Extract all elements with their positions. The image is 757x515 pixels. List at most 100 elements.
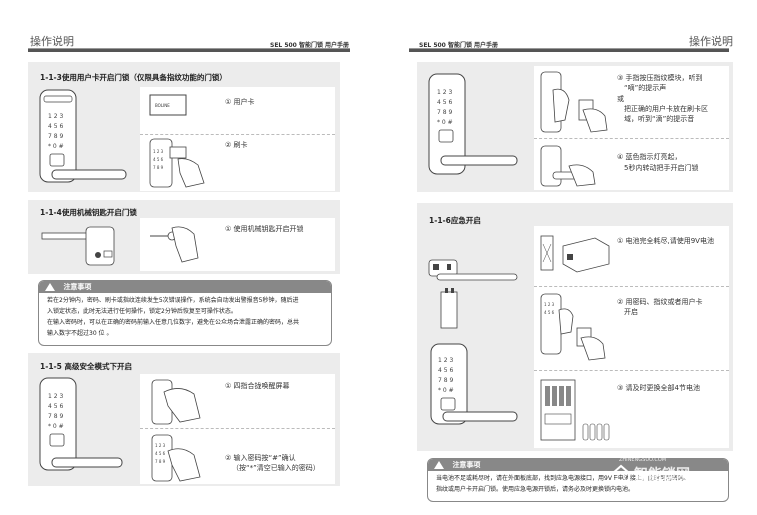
- svg-text:4 5 6: 4 5 6: [153, 157, 164, 162]
- section-114-title: 1-1-4使用机械钥匙开启门锁: [40, 208, 137, 217]
- key-hand-icon: [150, 226, 199, 263]
- svg-text:4 5 6: 4 5 6: [544, 310, 555, 315]
- right-top-divider: [534, 138, 729, 139]
- left-header-model: SEL 500 智能门锁 用户手册: [270, 40, 349, 49]
- four-finger-hand-icon: [151, 379, 201, 425]
- left-header-rule-dark: [28, 49, 350, 52]
- left-notice-line-1: 若在2分钟内，密码、刷卡或指纹连续发生5次错误操作，系统会自动发出警报音5秒钟，…: [47, 297, 299, 304]
- password-input-hand-icon: 1 2 3 4 5 6 7 8 9: [151, 434, 201, 482]
- left-notice-line-3: 在输入密码时，可以在正确的密码前输入任意几位数字，避免在公众场合泄露正确的密码，…: [47, 319, 300, 326]
- s113-step-1: ① 用户卡: [225, 98, 255, 106]
- s116-step-2-line-2: 开启: [624, 308, 638, 316]
- section-116-divider-2: [534, 370, 729, 371]
- right-step-3-line-1: ③ 手指按压指纹模块，听到: [617, 74, 703, 82]
- right-top-white: [534, 66, 729, 190]
- right-header-rule-dark: [409, 49, 729, 52]
- section-114-white: [140, 218, 335, 271]
- section-116-title: 1-1-6应急开启: [429, 216, 481, 225]
- right-model-text: SEL 500 智能门锁: [419, 42, 472, 49]
- svg-text:4 5 6: 4 5 6: [437, 99, 452, 106]
- battery-replace-icon: [540, 379, 610, 441]
- left-header-title: 操作说明: [30, 35, 74, 48]
- svg-text:1 2 3: 1 2 3: [48, 393, 63, 400]
- section-115-divider: [140, 428, 335, 429]
- svg-text:1 2 3: 1 2 3: [438, 357, 453, 364]
- s116-step-2-line-1: ② 用密码、指纹或者用户卡: [617, 298, 703, 306]
- left-notice-line-2: 入锁定状态，此时无法进行任何操作，锁定2分钟后恢复至可操作状态。: [47, 308, 237, 315]
- s116-step-3: ③ 请及时更换全部4节电池: [617, 384, 700, 392]
- svg-text:7 8 9: 7 8 9: [48, 413, 63, 420]
- right-notice-box: 注意事项 当电池不足或耗尽时，请在外面板底部，找到应急电源接口，用9V干电池接上…: [427, 458, 729, 502]
- card-brand-text: BOLINE: [155, 103, 170, 108]
- svg-text:7 8 9: 7 8 9: [48, 133, 63, 140]
- section-113-title: 1-1-3使用用户卡开启门锁（仅限具备指纹功能的门锁）: [40, 73, 227, 82]
- s116-step-1: ① 电池完全耗尽,请使用9V电池: [617, 237, 714, 245]
- svg-text:7 8 9: 7 8 9: [155, 459, 166, 464]
- s115-step-1: ① 四指合拢唤醒屏幕: [225, 382, 290, 390]
- section-116-divider-1: [534, 286, 729, 287]
- svg-text:1 2 3: 1 2 3: [437, 89, 452, 96]
- warning-icon-2: [434, 461, 444, 469]
- left-notice-text: 若在2分钟内，密码、刷卡或指纹连续发生5次错误操作，系统会自动发出警报音5秒钟，…: [39, 293, 331, 341]
- mechanical-lock-icon: [41, 226, 115, 266]
- left-header-rule: [28, 48, 350, 49]
- right-header-rule: [409, 48, 729, 49]
- right-step-4-line-1: ④ 蓝色指示灯亮起，: [617, 153, 682, 161]
- watermark-main: 智能锁网: [634, 467, 690, 483]
- emergency-lock-illustration-icon: 1 2 3 4 5 6 7 8 9 * 0 #: [428, 259, 518, 425]
- s113-step-2: ② 刷卡: [225, 141, 248, 149]
- right-notice-label: 注意事项: [452, 461, 481, 469]
- lock-illustration-icon: 1 2 3 4 5 6 7 8 9 * 0 #: [39, 89, 127, 183]
- lock-illustration-2-icon: 1 2 3 4 5 6 7 8 9 * 0 #: [39, 377, 123, 471]
- svg-text:4 5 6: 4 5 6: [48, 403, 63, 410]
- svg-text:7 8 9: 7 8 9: [438, 377, 453, 384]
- svg-text:* 0 #: * 0 #: [438, 387, 454, 394]
- user-card-icon: BOLINE: [149, 94, 187, 116]
- left-notice-line-4: 输入数字不超过30 位 。: [47, 330, 113, 337]
- svg-text:1 2 3: 1 2 3: [155, 443, 166, 448]
- right-header-model: SEL 500 智能门锁 用户手册: [419, 40, 498, 49]
- svg-text:1 2 3: 1 2 3: [48, 113, 63, 120]
- swipe-card-hand-icon: 1 2 3 4 5 6 7 8 9: [149, 138, 205, 188]
- 9v-battery-icon: [540, 235, 610, 273]
- svg-text:1 2 3: 1 2 3: [544, 302, 555, 307]
- svg-text:* 0 #: * 0 #: [437, 119, 453, 126]
- svg-text:4 5 6: 4 5 6: [48, 123, 63, 130]
- svg-text:4 5 6: 4 5 6: [438, 367, 453, 374]
- section-115-title: 1-1-5 高级安全模式下开启: [40, 362, 132, 371]
- section-113-divider: [140, 134, 335, 135]
- s115-step-2-note: （按“*”清空已输入的密码）: [232, 464, 320, 472]
- left-notice-box: 注意事项 若在2分钟内，密码、刷卡或指纹连续发生5次错误操作，系统会自动发出警报…: [38, 280, 332, 346]
- right-notice-line-2: 指纹或用户卡开启门锁。使用应急电源开锁后，请务必及时更换锁内电池。: [436, 486, 635, 493]
- right-step-3-or: 或: [617, 95, 624, 103]
- svg-text:* 0 #: * 0 #: [48, 423, 64, 430]
- left-manual-text: 用户手册: [325, 42, 350, 49]
- svg-text:7 8 9: 7 8 9: [437, 109, 452, 116]
- warning-icon: [45, 283, 55, 291]
- emergency-open-hand-icon: 1 2 3 4 5 6: [540, 293, 606, 361]
- right-step-3-line-2: “嘀”的提示声: [624, 84, 667, 92]
- svg-text:7 8 9: 7 8 9: [153, 165, 164, 170]
- s115-step-2: ② 输入密码按“#”确认: [225, 454, 296, 462]
- watermark-logo-icon: [612, 464, 630, 482]
- right-notice-header: 注意事项: [428, 459, 728, 471]
- left-notice-label: 注意事项: [63, 283, 92, 291]
- right-manual-text: 用户手册: [474, 42, 499, 49]
- lock-illustration-3-icon: 1 2 3 4 5 6 7 8 9 * 0 #: [428, 73, 518, 175]
- handle-turn-hand-icon: [540, 145, 596, 187]
- left-notice-header: 注意事项: [39, 281, 331, 293]
- svg-text:4 5 6: 4 5 6: [155, 451, 166, 456]
- right-step-4-line-2: 5秒内转动把手开启门锁: [624, 164, 699, 172]
- fingerprint-card-hand-icon: [540, 71, 608, 133]
- right-step-3-line-4: 域，听到“滴”的提示音: [624, 115, 695, 123]
- right-notice-text: 当电池不足或耗尽时，请在外面板底部，找到应急电源接口，用9V干电池接上，此时可用…: [428, 471, 728, 497]
- left-model-text: SEL 500 智能门锁: [270, 42, 323, 49]
- s114-step-1: ① 使用机械钥匙开启开锁: [225, 225, 304, 233]
- right-header-title: 操作说明: [689, 35, 733, 48]
- right-page: SEL 500 智能门锁 用户手册 操作说明 1 2 3 4 5 6 7 8 9…: [379, 0, 757, 515]
- watermark-sub: ZHINENGSUO.COM: [619, 457, 667, 463]
- right-notice-line-1: 当电池不足或耗尽时，请在外面板底部，找到应急电源接口，用9V干电池接上，此时可用…: [436, 475, 690, 482]
- svg-text:1 2 3: 1 2 3: [153, 149, 164, 154]
- right-step-3-line-3: 把正确的用户卡放在刷卡区: [624, 105, 708, 113]
- left-page: 操作说明 SEL 500 智能门锁 用户手册 1-1-3使用用户卡开启门锁（仅限…: [0, 0, 378, 515]
